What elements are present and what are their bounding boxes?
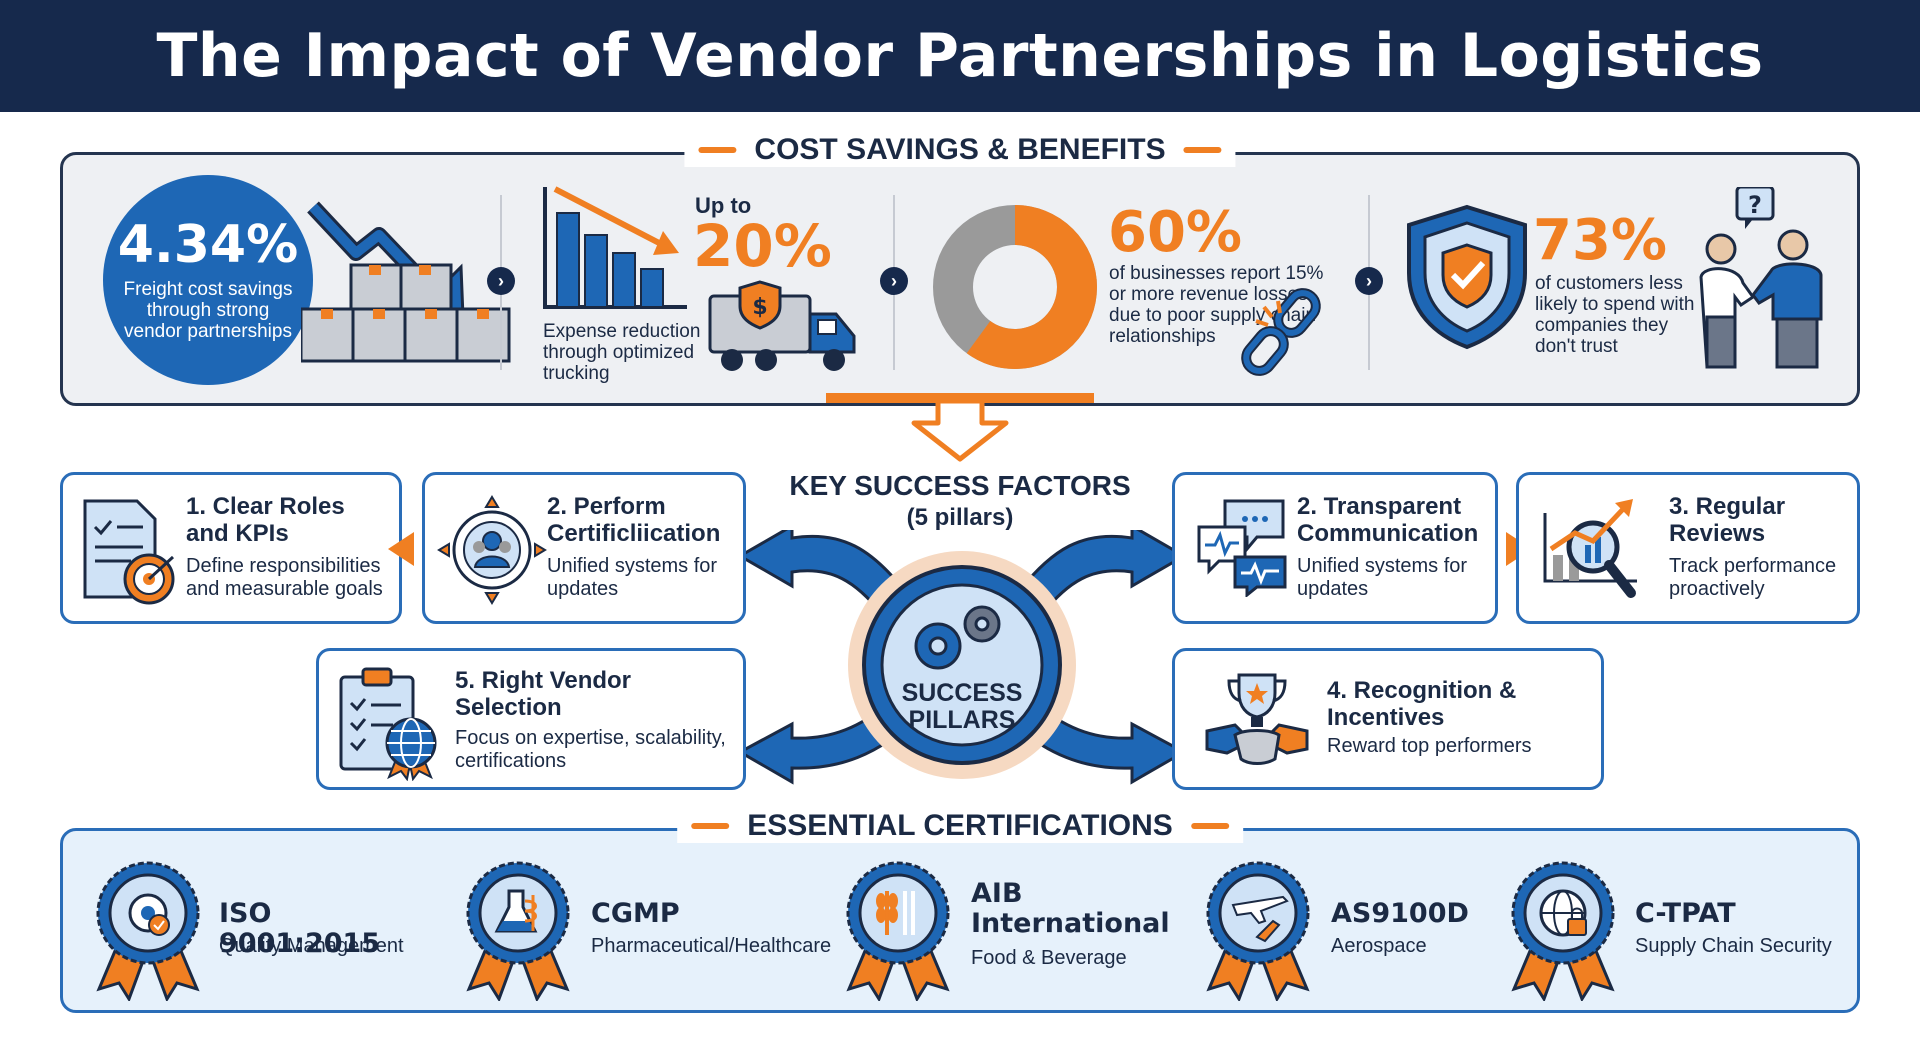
factor-title-certification: 2. Perform Certificliication	[547, 493, 721, 547]
chevron-right-icon: ›	[880, 267, 908, 295]
chevron-right-icon: ›	[487, 267, 515, 295]
cert-name-aib-international: AIB International	[971, 878, 1170, 939]
hub-label-line2: PILLARS	[908, 706, 1016, 734]
freight-savings-caption: Freight cost savings through strong vend…	[123, 278, 293, 342]
factor-card-certification: 2. Perform Certificliication Unified sys…	[422, 472, 746, 624]
expense-prefix: Up to	[695, 193, 752, 218]
svg-text:$: $	[752, 295, 767, 320]
page-header: The Impact of Vendor Partnerships in Log…	[0, 0, 1920, 112]
success-pillars-hub	[736, 530, 1188, 785]
certifications-heading: ESSENTIAL CERTIFICATIONS	[677, 809, 1243, 843]
factor-card-communication: 2. Transparent Communication Unified sys…	[1172, 472, 1498, 624]
iso-9001-2015-badge-icon	[96, 861, 200, 1001]
as9100d-badge-icon	[1206, 861, 1310, 1001]
factor-card-clear-roles: 1. Clear Roles and KPIs Define responsib…	[60, 472, 402, 624]
factor-title-reviews: 3. Regular Reviews	[1669, 493, 1786, 547]
truck-icon: $	[708, 280, 856, 371]
down-arrow-connector	[826, 393, 1094, 462]
team-network-icon	[437, 495, 547, 605]
factor-desc-reviews: Track performance proactively	[1669, 555, 1837, 600]
factor-card-recognition: 4. Recognition & Incentives Reward top p…	[1172, 648, 1604, 790]
aib-international-badge-icon	[846, 861, 950, 1001]
cert-sub-c-tpat: Supply Chain Security	[1635, 935, 1832, 957]
factor-title-vendor-selection: 5. Right Vendor Selection	[455, 667, 632, 721]
factor-desc-certification: Unified systems for updates	[547, 555, 718, 600]
trust-value: 73%	[1533, 208, 1668, 273]
factor-desc-communication: Unified systems for updates	[1297, 555, 1468, 600]
broken-chain-icon	[1241, 288, 1321, 376]
cert-name-iso-9001-2015: ISO 9001:2015	[219, 898, 381, 959]
factor-title-recognition: 4. Recognition & Incentives	[1327, 677, 1517, 731]
revenue-loss-value: 60%	[1108, 200, 1243, 265]
checklist-target-icon	[83, 499, 175, 605]
handshake-people-icon: ?	[1699, 187, 1823, 369]
freight-savings-circle: 4.34% Freight cost savings through stron…	[103, 175, 313, 385]
cert-sub-aib-international: Food & Beverage	[971, 947, 1127, 969]
hub-label-line1: SUCCESS	[901, 679, 1023, 707]
svg-text:?: ?	[1748, 191, 1762, 219]
hub-label: SUCCESS PILLARS	[862, 680, 1062, 734]
factor-desc-recognition: Reward top performers	[1327, 735, 1532, 757]
factor-desc-clear-roles: Define responsibilities and measurable g…	[186, 555, 383, 600]
factor-desc-vendor-selection: Focus on expertise, scalability, certifi…	[455, 727, 726, 772]
trust-caption: of customers less likely to spend with c…	[1535, 273, 1695, 357]
cost-savings-title: COST SAVINGS & BENEFITS	[754, 133, 1166, 166]
expense-reduction-value: 20%	[693, 212, 832, 280]
trophy-handshake-icon	[1205, 673, 1309, 765]
cost-savings-panel: COST SAVINGS & BENEFITS 4.34% Freight co…	[60, 133, 1860, 406]
chat-bubbles-icon	[1197, 499, 1287, 597]
expense-reduction-caption: Expense reduction through optimized truc…	[543, 321, 701, 384]
c-tpat-badge-icon	[1511, 861, 1615, 1001]
factor-title-clear-roles: 1. Clear Roles and KPIs	[186, 493, 345, 547]
bar-chart-icon	[543, 186, 687, 309]
chevron-right-icon: ›	[1355, 267, 1383, 295]
cert-sub-iso-9001-2015: Quality Management	[219, 935, 404, 957]
boxes-downtrend-icon	[301, 201, 511, 363]
factor-title-communication: 2. Transparent Communication	[1297, 493, 1479, 547]
cost-savings-heading: COST SAVINGS & BENEFITS	[684, 133, 1236, 167]
factor-card-reviews: 3. Regular Reviews Track performance pro…	[1516, 472, 1860, 624]
factor-card-vendor-selection: 5. Right Vendor Selection Focus on exper…	[316, 648, 746, 790]
cert-name-cgmp: CGMP	[591, 898, 680, 929]
cert-sub-as9100d: Aerospace	[1331, 935, 1427, 957]
cgmp-badge-icon	[466, 861, 570, 1001]
magnifier-chart-icon	[1543, 499, 1637, 598]
success-factors-title: KEY SUCCESS FACTORS	[789, 470, 1131, 501]
cert-name-c-tpat: C-TPAT	[1635, 898, 1736, 929]
cert-sub-cgmp: Pharmaceutical/Healthcare	[591, 935, 832, 957]
clipboard-globe-icon	[339, 667, 437, 781]
success-factors-heading: KEY SUCCESS FACTORS (5 pillars)	[760, 470, 1160, 534]
arrow-left-icon	[388, 532, 414, 566]
shield-check-icon	[1407, 204, 1527, 350]
page-title: The Impact of Vendor Partnerships in Log…	[156, 21, 1764, 91]
cert-name-as9100d: AS9100D	[1331, 898, 1469, 929]
donut-chart-icon	[933, 205, 1097, 369]
certifications-title: ESSENTIAL CERTIFICATIONS	[747, 809, 1173, 842]
success-factors-subtitle: (5 pillars)	[906, 504, 1014, 531]
freight-savings-value: 4.34%	[117, 214, 299, 275]
